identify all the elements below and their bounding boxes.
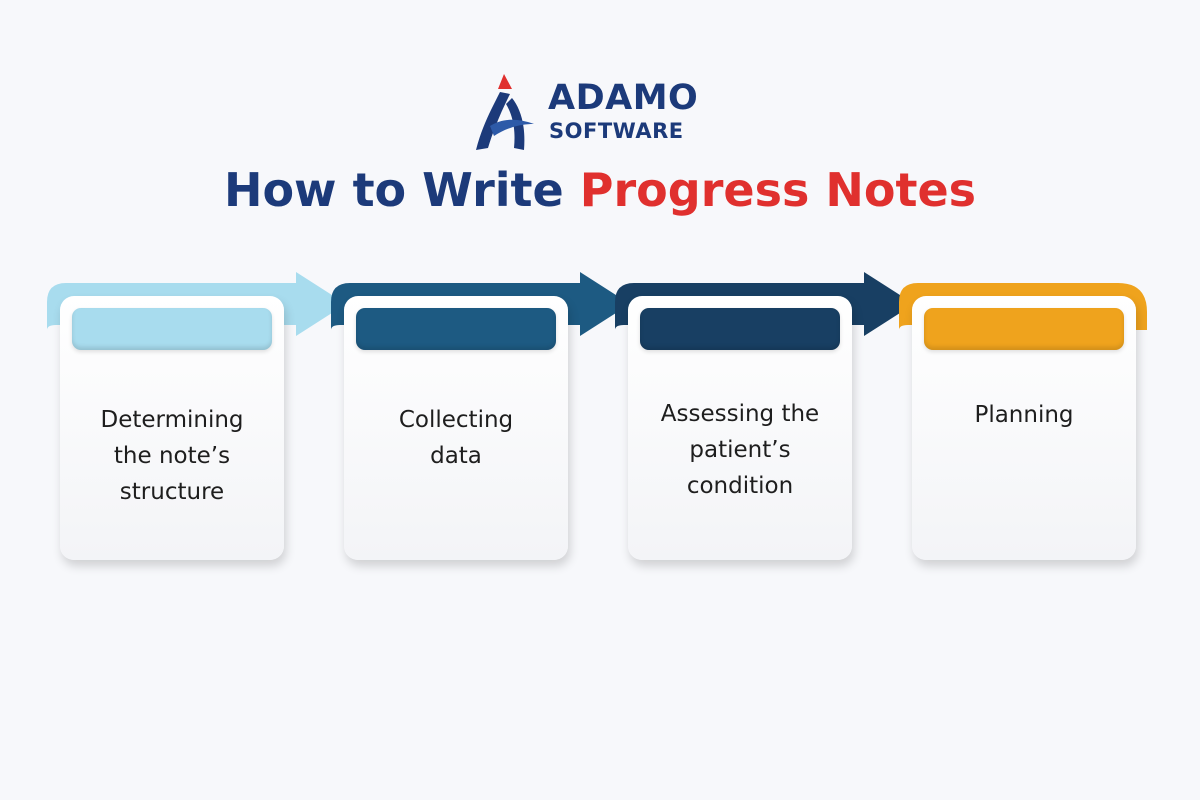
step-4-label: Planning	[974, 402, 1074, 428]
step-1-label: Determining the note’s structure	[100, 407, 244, 505]
company-logo: ADAMO SOFTWARE	[474, 74, 734, 154]
step-card-3: Assessing the patient’s condition	[628, 296, 852, 560]
logo-wordmark: ADAMO	[548, 78, 699, 118]
title-part-2: Progress Notes	[579, 163, 977, 217]
step-card-1: Determining the note’s structure	[60, 296, 284, 560]
step-1-header-bar	[72, 308, 272, 350]
page-title: How to Write Progress Notes	[0, 160, 1200, 220]
step-4-header-bar	[924, 308, 1124, 350]
step-card-2: Collecting data	[344, 296, 568, 560]
title-part-1: How to Write	[223, 163, 580, 217]
step-3-label: Assessing the patient’s condition	[660, 401, 820, 499]
logo-mark-icon	[476, 74, 534, 150]
step-3-header-bar	[640, 308, 840, 350]
logo-subwordmark: SOFTWARE	[549, 119, 684, 143]
step-2-label: Collecting data	[398, 407, 514, 469]
step-2-header-bar	[356, 308, 556, 350]
step-card-4: Planning	[912, 296, 1136, 560]
